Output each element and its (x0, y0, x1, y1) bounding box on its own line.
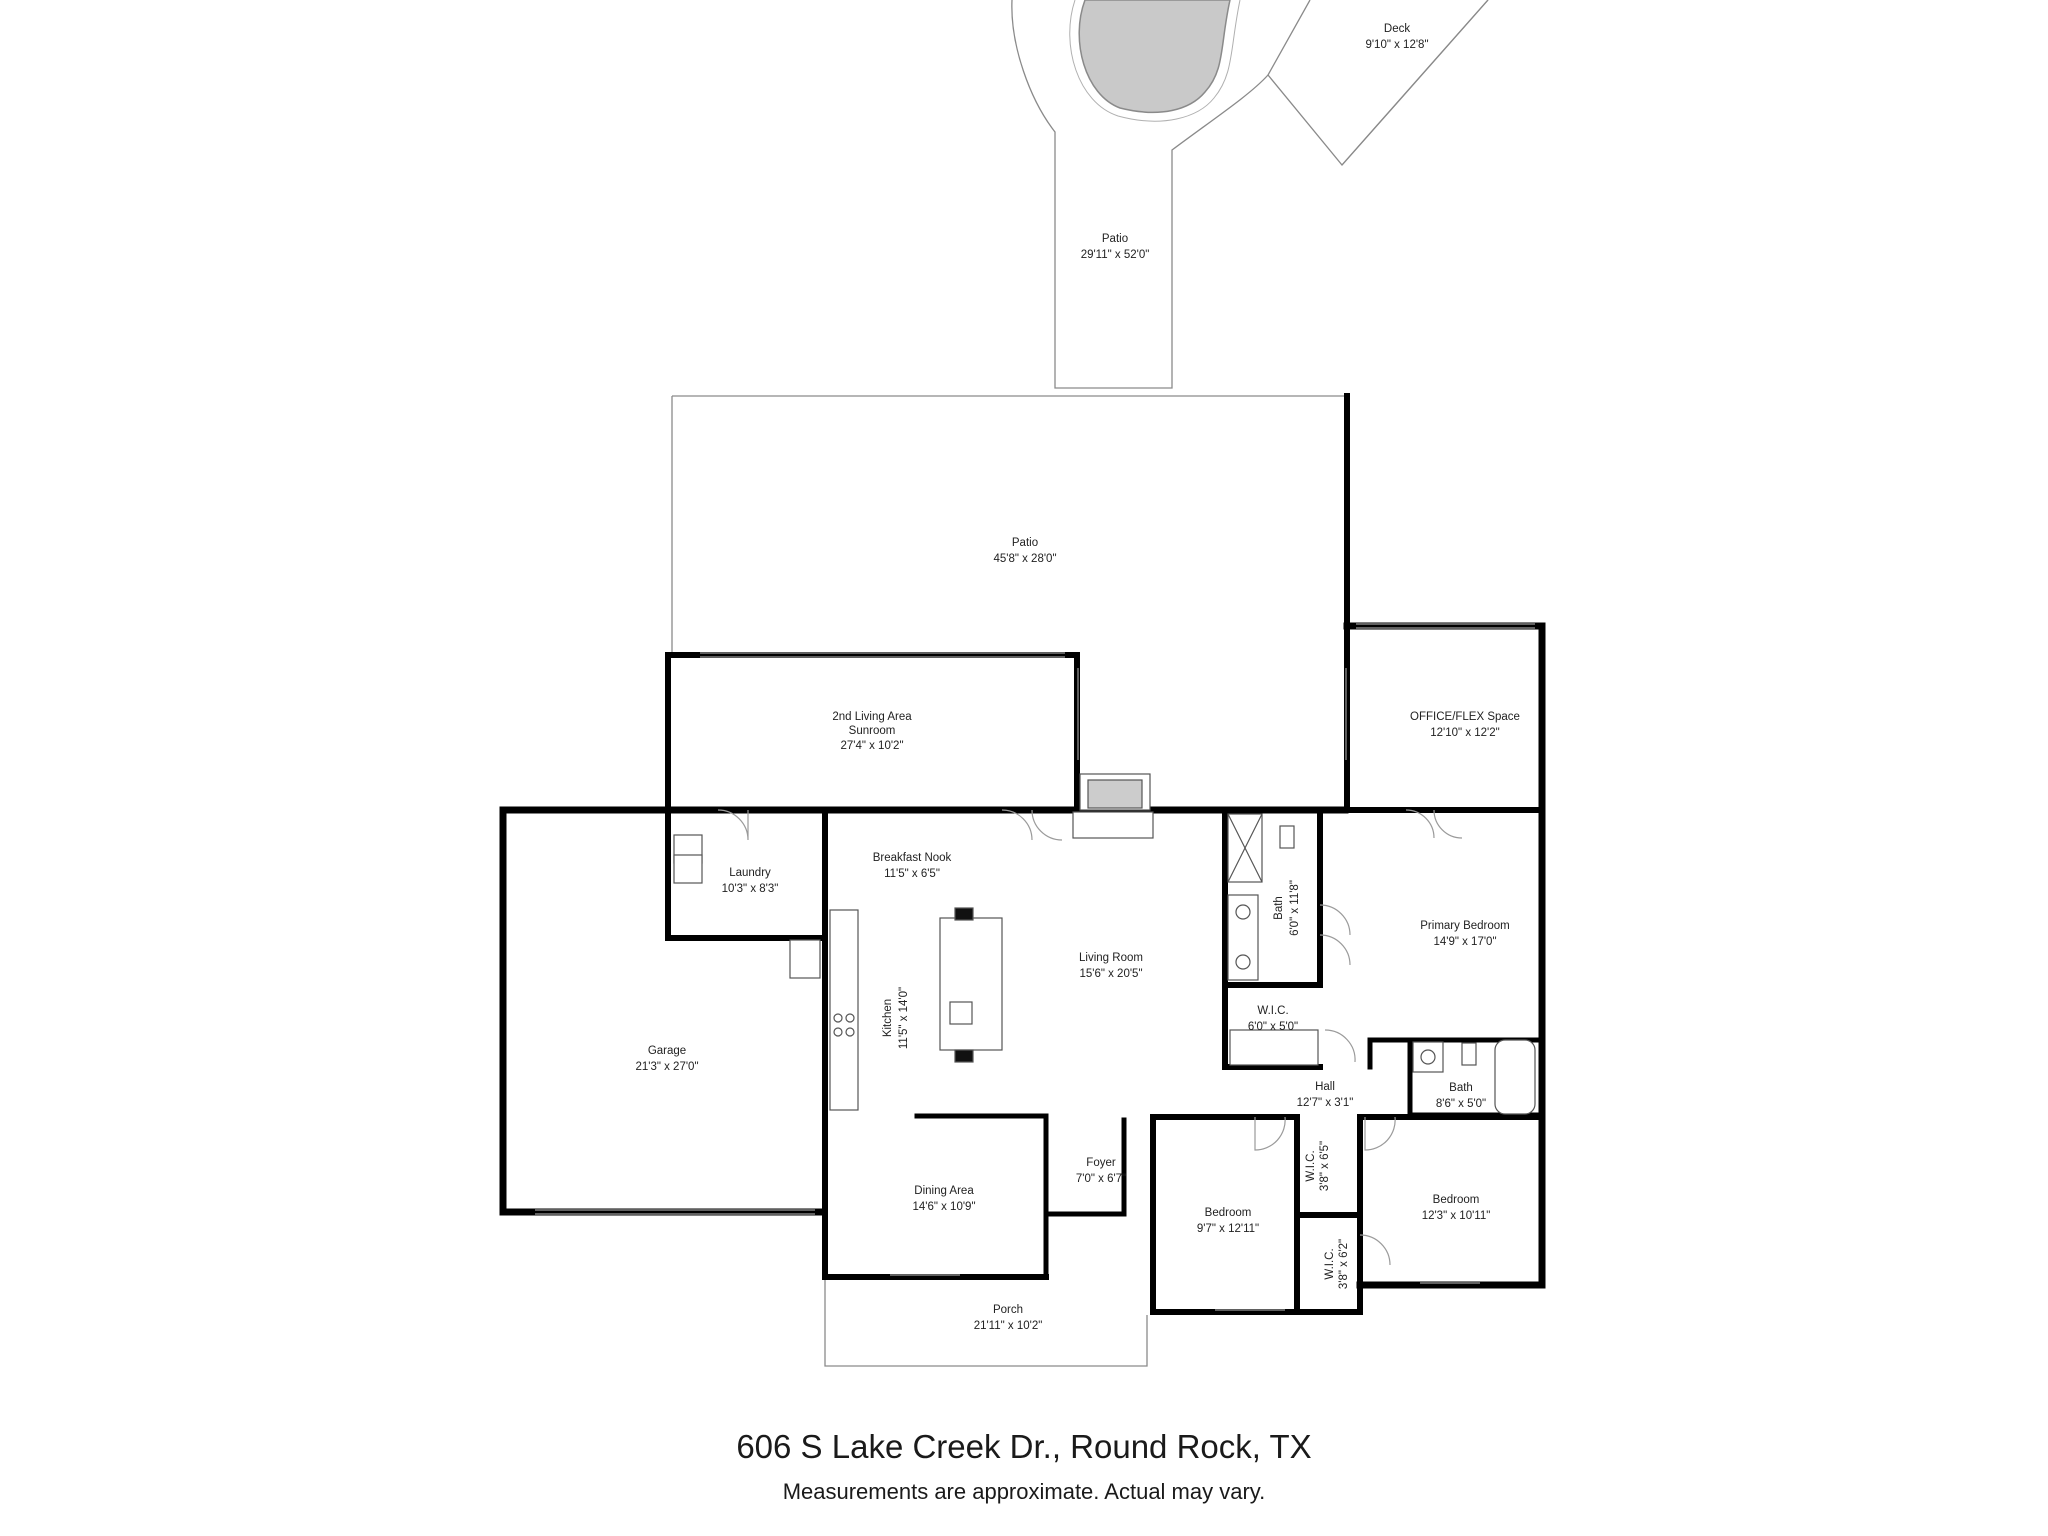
dryer (673, 854, 703, 884)
hall-vanity (1412, 1041, 1444, 1073)
wic-primary-name: W.I.C. (1257, 1005, 1288, 1017)
foyer-dim: 7'0" x 6'7" (1076, 1173, 1126, 1185)
kitchen-island (939, 917, 1003, 1051)
fireplace-hearth (1072, 811, 1154, 839)
outdoor-upper (1011, 0, 1489, 389)
disclaimer-caption: Measurements are approximate. Actual may… (782, 1479, 1266, 1504)
breakfast-dim: 11'5" x 6'5" (884, 868, 940, 880)
primary-bath-walls (1222, 807, 1323, 1070)
kitchen-dim: 11'5" x 14'0" (898, 987, 910, 1049)
address-caption: 606 S Lake Creek Dr., Round Rock, TX (736, 1428, 1312, 1465)
laundry-name: Laundry (729, 867, 771, 879)
tub (1494, 1039, 1536, 1115)
sunroom-name: 2nd Living Area (832, 711, 912, 723)
bedroom-right-name: Bedroom (1433, 1194, 1480, 1206)
patio-main-name: Patio (1012, 537, 1038, 549)
wic-a-name: W.I.C. (1305, 1150, 1317, 1181)
deck-outline (1267, 0, 1489, 166)
garage-steps (789, 939, 821, 979)
labels: Deck 9'10" x 12'8" Patio 29'11" x 52'0" … (635, 23, 1520, 1332)
living-name: Living Room (1079, 952, 1143, 964)
office-dim: 12'10" x 12'2" (1430, 727, 1499, 739)
wic-b-name: W.I.C. (1324, 1248, 1336, 1279)
laundry-dim: 10'3" x 8'3" (722, 883, 779, 895)
bedroom-right-dim: 12'3" x 10'11" (1422, 1210, 1491, 1222)
sunroom-dim: 27'4" x 10'2" (840, 740, 903, 752)
deck-dim: 9'10" x 12'8" (1365, 39, 1428, 51)
patio-upper-dim: 29'11" x 52'0" (1081, 249, 1150, 261)
hall-name: Hall (1315, 1081, 1335, 1093)
foyer-name: Foyer (1086, 1157, 1116, 1169)
garage-dim: 21'3" x 27'0" (635, 1061, 698, 1073)
sunroom-name2: Sunroom (849, 725, 896, 737)
dining-name: Dining Area (914, 1185, 974, 1197)
bedroom-mid-name: Bedroom (1205, 1207, 1252, 1219)
toilet-primary (1279, 825, 1295, 849)
patio-main-dim: 45'8" x 28'0" (993, 553, 1056, 565)
primary-bedroom-name: Primary Bedroom (1420, 920, 1509, 932)
kitchen-name: Kitchen (882, 999, 894, 1037)
pool-shape (1078, 0, 1231, 114)
walls (499, 393, 1546, 1315)
deck-name: Deck (1384, 23, 1410, 35)
windows (535, 623, 1535, 1311)
bedroom-walls (1150, 1114, 1545, 1315)
porch-name: Porch (993, 1304, 1023, 1316)
bath-hall-dim: 8'6" x 5'0" (1436, 1098, 1486, 1110)
living-dim: 15'6" x 20'5" (1079, 968, 1142, 980)
patio-upper-name: Patio (1102, 233, 1128, 245)
patio-outline (671, 395, 1347, 655)
wic-primary-dim: 6'0" x 5'0" (1248, 1021, 1298, 1033)
office-walls (1343, 622, 1546, 1289)
hall-dim: 12'7" x 3'1" (1297, 1097, 1354, 1109)
wic-b-dim: 3'8" x 6'2" (1338, 1239, 1350, 1289)
laundry-walls (665, 652, 823, 941)
pool-coping (1069, 0, 1241, 122)
bath-hall-name: Bath (1449, 1082, 1473, 1094)
kitchen-counter (829, 909, 859, 1111)
primary-bedroom-dim: 14'9" x 17'0" (1433, 936, 1496, 948)
wic-shelf (1229, 1029, 1319, 1066)
dining-dim: 14'6" x 10'9" (912, 1201, 975, 1213)
wic-a-dim: 3'8" x 6'5" (1319, 1141, 1331, 1191)
dining-walls (914, 1113, 1127, 1280)
bedroom-mid-dim: 9'7" x 12'11" (1197, 1223, 1259, 1235)
porch-dim: 21'11" x 10'2" (974, 1320, 1043, 1332)
breakfast-name: Breakfast Nook (873, 852, 952, 864)
toilet-hall (1461, 1042, 1477, 1066)
sunroom-walls (665, 652, 1080, 813)
bath-primary-dim: 6'0" x 11'8" (1289, 880, 1301, 936)
fixtures (673, 773, 1536, 1115)
pool-deck-outline (1011, 0, 1489, 389)
garage-walls (499, 806, 824, 1216)
porch-outline (824, 1278, 1148, 1367)
garage-name: Garage (648, 1045, 686, 1057)
office-name: OFFICE/FLEX Space (1410, 711, 1520, 723)
bath-primary-name: Bath (1273, 896, 1285, 920)
